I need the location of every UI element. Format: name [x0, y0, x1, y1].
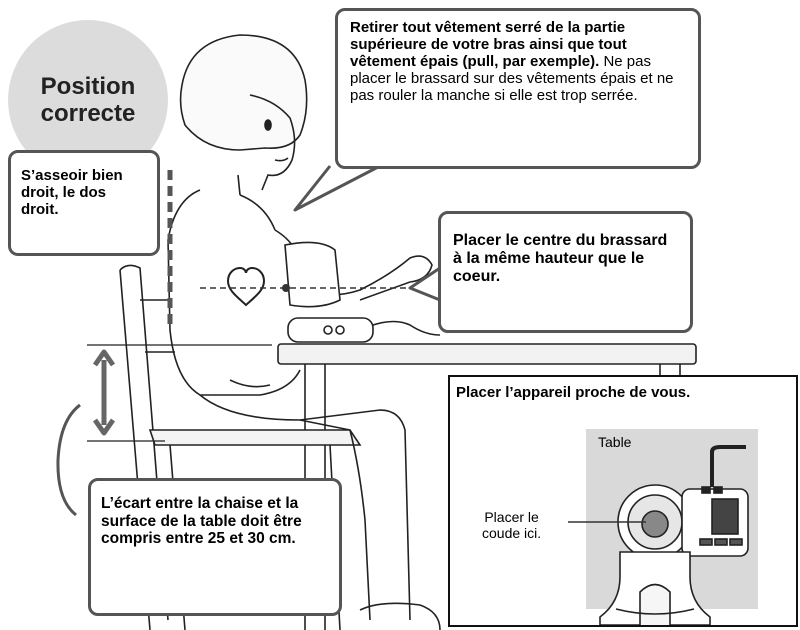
heart-icon: [226, 266, 266, 307]
gap-measurement: [56, 344, 272, 517]
inset-panel: Placer l’appareil proche de vous. Table …: [448, 375, 798, 627]
callout-clothing-bold: Retirer tout vêtement serré de la partie…: [350, 19, 627, 70]
cuff-drawing: [284, 241, 441, 343]
callout-chair-table-gap: L’écart entre la chaise et la surface de…: [88, 478, 342, 616]
callout-clothing-normal: Ne pas placer le brassard sur des vêteme…: [350, 53, 674, 104]
callout-tail-cuff: [408, 266, 441, 302]
elbow-label: Placer le coude ici.: [482, 509, 542, 541]
monitor-device: [617, 445, 749, 560]
callout-clothing: Retirer tout vêtement serré de la partie…: [335, 8, 701, 169]
inset-illustration: [568, 429, 758, 625]
heart-level-line: [200, 284, 440, 292]
chair-drawing: [119, 264, 362, 630]
callout-sit-straight: S’asseoir bien droit, le dos droit.: [8, 150, 160, 256]
callout-tail-clothing: [293, 164, 381, 212]
callout-cuff-height: Placer le centre du brassard à la même h…: [438, 211, 693, 333]
inset-title: Placer l’appareil proche de vous.: [456, 384, 691, 401]
table-label: Table: [598, 434, 632, 450]
person-drawing: [167, 34, 441, 630]
position-badge-text: Position correcte: [40, 73, 136, 127]
inset-arm: [599, 551, 711, 625]
